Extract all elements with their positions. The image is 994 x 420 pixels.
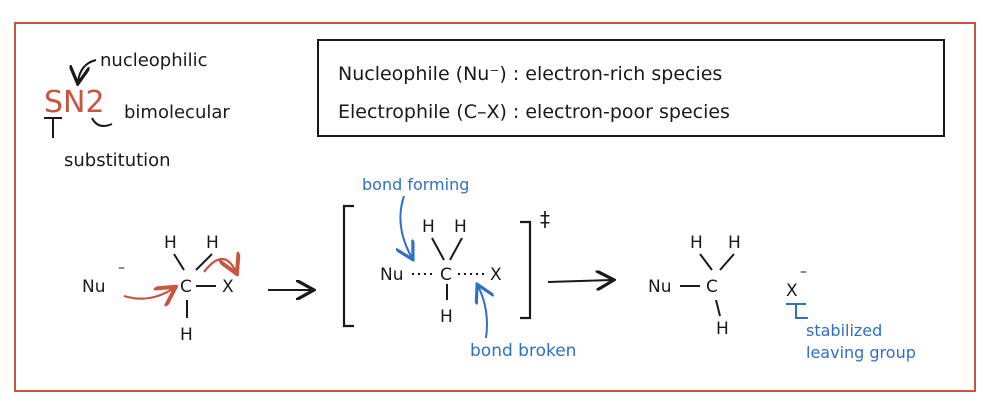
reactant-h-right: H bbox=[206, 233, 219, 253]
product-h-bottom: H bbox=[716, 319, 729, 339]
reactant-bonds bbox=[173, 253, 216, 318]
ts-h-bottom: H bbox=[440, 307, 453, 327]
ts-nucleophile: Nu bbox=[380, 265, 404, 285]
nucleophile-definition: Nucleophile (Nu⁻) : electron-rich specie… bbox=[338, 63, 722, 85]
reactant-charge: – bbox=[118, 260, 125, 276]
reactant-h-bottom: H bbox=[180, 325, 193, 345]
leaving-group-charge: – bbox=[800, 264, 807, 280]
ts-h-left: H bbox=[422, 217, 435, 237]
bimolecular-connector bbox=[91, 117, 113, 127]
leaving-group-ion: X bbox=[786, 281, 798, 301]
ts-left-bracket bbox=[342, 204, 354, 328]
product-carbon: C bbox=[706, 277, 718, 297]
product-h-left: H bbox=[690, 233, 703, 253]
ts-carbon: C bbox=[440, 265, 452, 285]
reactant-h-left: H bbox=[164, 233, 177, 253]
nucleophile-attack-arrow bbox=[123, 288, 174, 299]
bond-forming-pointer bbox=[400, 195, 412, 258]
sn2-title: SN2 bbox=[44, 85, 105, 120]
nucleophilic-pointer-arrow bbox=[78, 59, 97, 82]
transition-state: ‡ Nu C X H H H bond forming bond broken bbox=[342, 175, 576, 361]
substitution-bracket bbox=[44, 117, 62, 138]
product-nucleophile: Nu bbox=[648, 277, 672, 297]
reactant-carbon: C bbox=[180, 277, 192, 297]
ts-h-right: H bbox=[454, 217, 467, 237]
ts-right-bracket bbox=[520, 220, 532, 320]
leaving-group-bracket bbox=[786, 303, 808, 319]
bond-broken-pointer bbox=[478, 286, 487, 339]
nucleophilic-label: nucleophilic bbox=[100, 50, 208, 71]
reactant-nucleophile: Nu bbox=[82, 277, 106, 297]
leaving-group-arrow bbox=[203, 259, 236, 272]
substitution-label: substitution bbox=[64, 150, 171, 171]
bond-forming-label: bond forming bbox=[362, 175, 469, 194]
reaction-arrow-2 bbox=[547, 280, 612, 282]
diagram-frame bbox=[14, 22, 976, 392]
product-bonds bbox=[680, 253, 735, 317]
electrophile-definition: Electrophile (C–X) : electron-poor speci… bbox=[338, 101, 730, 123]
reactant: Nu – C X H H H bbox=[82, 233, 236, 345]
ts-leaving-group: X bbox=[490, 265, 502, 285]
reactant-leaving-group: X bbox=[222, 277, 234, 297]
bimolecular-label: bimolecular bbox=[124, 102, 230, 123]
double-dagger: ‡ bbox=[540, 207, 550, 231]
ts-bonds bbox=[431, 237, 463, 300]
definitions-box bbox=[317, 39, 945, 137]
product-h-right: H bbox=[728, 233, 741, 253]
bond-broken-label: bond broken bbox=[470, 341, 576, 361]
